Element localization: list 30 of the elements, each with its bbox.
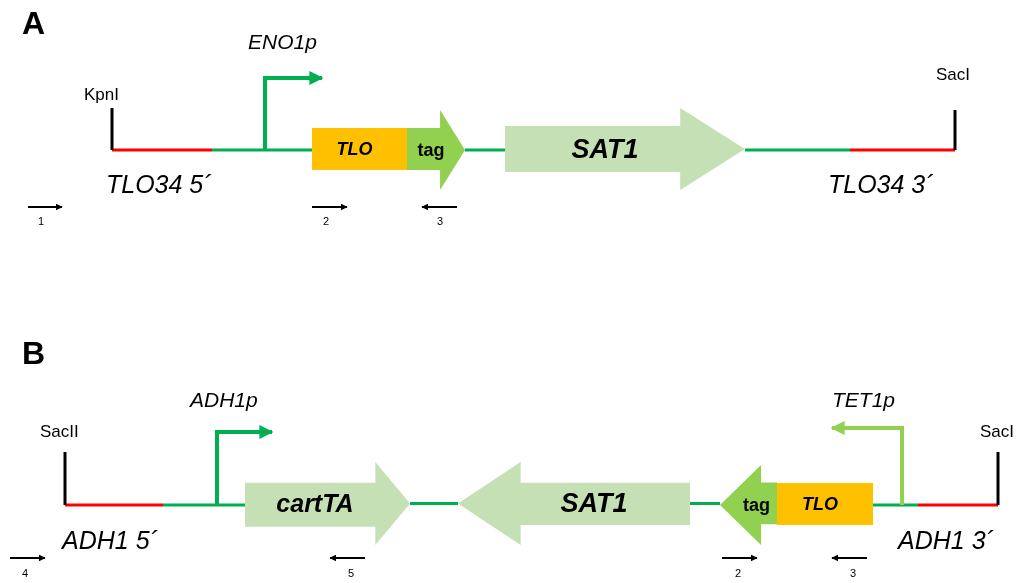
region-label: TLO34 5´	[106, 171, 212, 199]
promoter-label: TET1p	[832, 388, 896, 412]
region-label: TLO34 3´	[828, 171, 934, 199]
primer-number: 3	[850, 567, 857, 580]
region-label: ADH1 5´	[62, 527, 158, 555]
primer-number: 2	[735, 567, 742, 580]
gene-block: cartTA	[245, 462, 410, 545]
primer-number: 5	[348, 567, 355, 580]
gene-box: TLO	[777, 483, 873, 525]
gene-block: SAT1	[458, 462, 690, 545]
restriction-site-label: SacI	[980, 423, 1015, 442]
restriction-site-label: SacII	[40, 423, 79, 442]
primer-number: 3	[437, 215, 444, 228]
restriction-site-label: SacI	[936, 66, 971, 85]
dna-line	[410, 502, 458, 505]
gene-block: SAT1	[505, 108, 745, 190]
gene-block: tag	[720, 465, 777, 545]
primer-number: 4	[22, 567, 29, 580]
promoter-label: ADH1p	[190, 388, 258, 412]
panel-letter: A	[22, 6, 46, 42]
dna-line	[690, 502, 720, 505]
gene-block: tag	[407, 110, 465, 190]
primer-number: 2	[323, 215, 330, 228]
primer-number: 1	[38, 215, 45, 228]
dna-line	[465, 148, 505, 152]
panel-letter: B	[22, 336, 46, 372]
gene-box: TLO	[312, 128, 407, 170]
region-label: ADH1 3´	[898, 527, 994, 555]
restriction-site-label: KpnI	[84, 86, 119, 105]
promoter-label: ENO1p	[248, 30, 317, 54]
